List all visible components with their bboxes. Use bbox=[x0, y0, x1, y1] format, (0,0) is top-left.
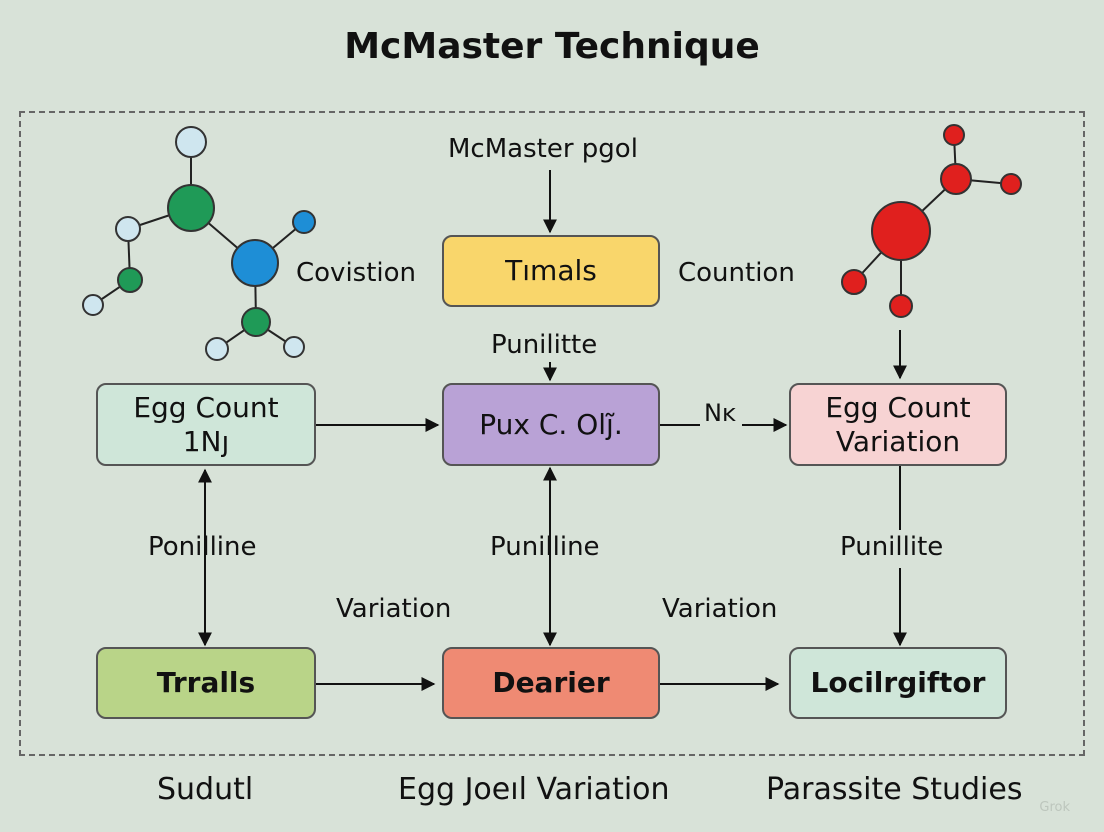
node-pux: Pux C. Olȷ̃. bbox=[442, 383, 660, 466]
node-trralls: Trralls bbox=[96, 647, 316, 719]
label-nk: Nĸ bbox=[704, 399, 736, 427]
footer-center: Egg Joeıl Variation bbox=[398, 772, 670, 807]
footer-left: Sudutl bbox=[157, 772, 254, 807]
label-punilitte: Punilitte bbox=[491, 330, 598, 360]
diagram-title: McMaster Technique bbox=[344, 26, 760, 67]
node-dearier: Dearier bbox=[442, 647, 660, 719]
label-covistion: Covistion bbox=[296, 258, 417, 288]
label-mcmaster-pgol: McMaster pgol bbox=[448, 134, 638, 164]
label-countion: Countion bbox=[678, 258, 795, 288]
footer-right: Parassite Studies bbox=[766, 772, 1023, 807]
node-timals: Tımals bbox=[442, 235, 660, 307]
molecule-right-icon bbox=[841, 124, 1022, 318]
molecule-left-icon bbox=[82, 126, 316, 361]
label-variation-left: Variation bbox=[336, 594, 452, 624]
watermark-logo: Grok bbox=[1039, 800, 1070, 815]
node-locilrgiftor: Locilrgiftor bbox=[789, 647, 1007, 719]
dashed-frame bbox=[19, 111, 1085, 756]
node-egg-count-variation: Egg Count Variation bbox=[789, 383, 1007, 466]
label-punillite: Punillite bbox=[840, 532, 944, 562]
node-egg-count: Egg Count 1Nȷ bbox=[96, 383, 316, 466]
label-variation-right: Variation bbox=[662, 594, 778, 624]
label-ponilline: Ponilline bbox=[148, 532, 257, 562]
label-punilline: Punilline bbox=[490, 532, 600, 562]
